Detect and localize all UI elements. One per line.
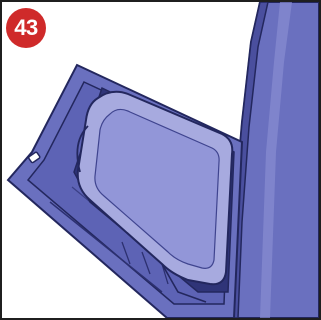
device-cover-illustration <box>2 2 319 318</box>
step-number-badge: 43 <box>6 8 46 48</box>
